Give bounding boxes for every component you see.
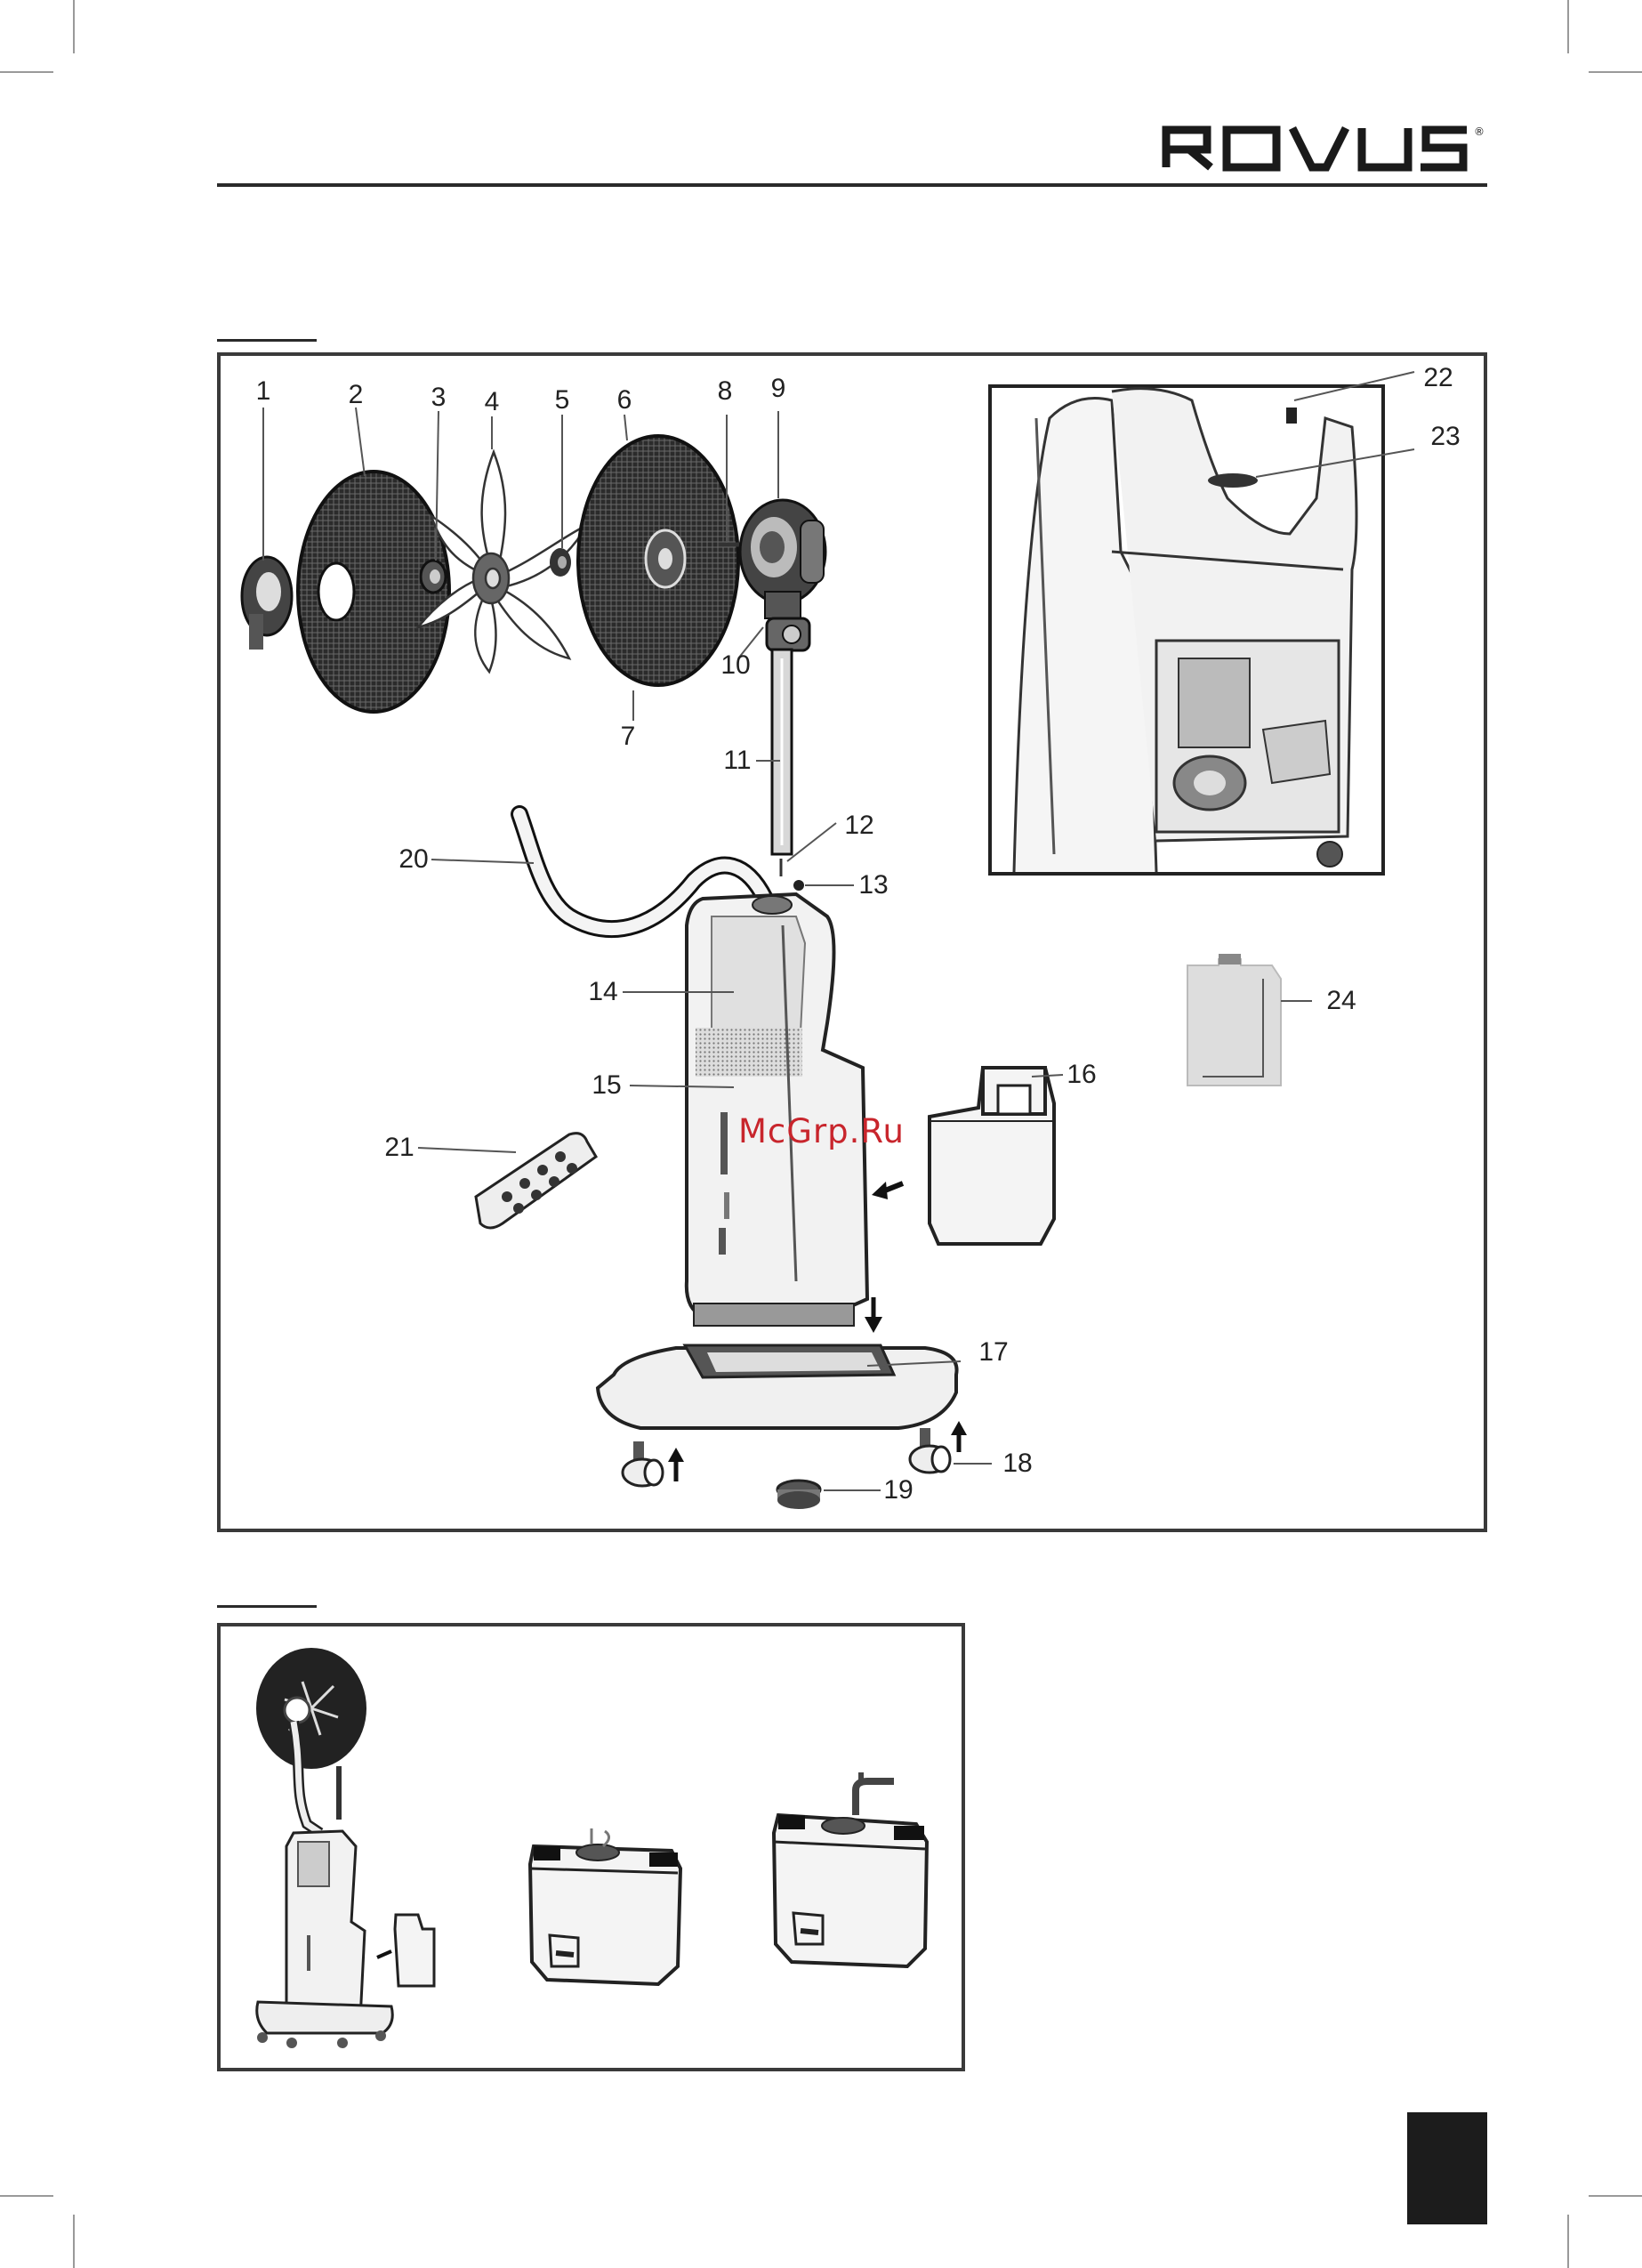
- page-number-block: [1407, 2112, 1487, 2224]
- assembled-fan-illustration: [256, 1648, 434, 2048]
- tank-filling-illustration: [774, 1772, 927, 1966]
- tank-cap-removal-illustration: [530, 1828, 680, 1984]
